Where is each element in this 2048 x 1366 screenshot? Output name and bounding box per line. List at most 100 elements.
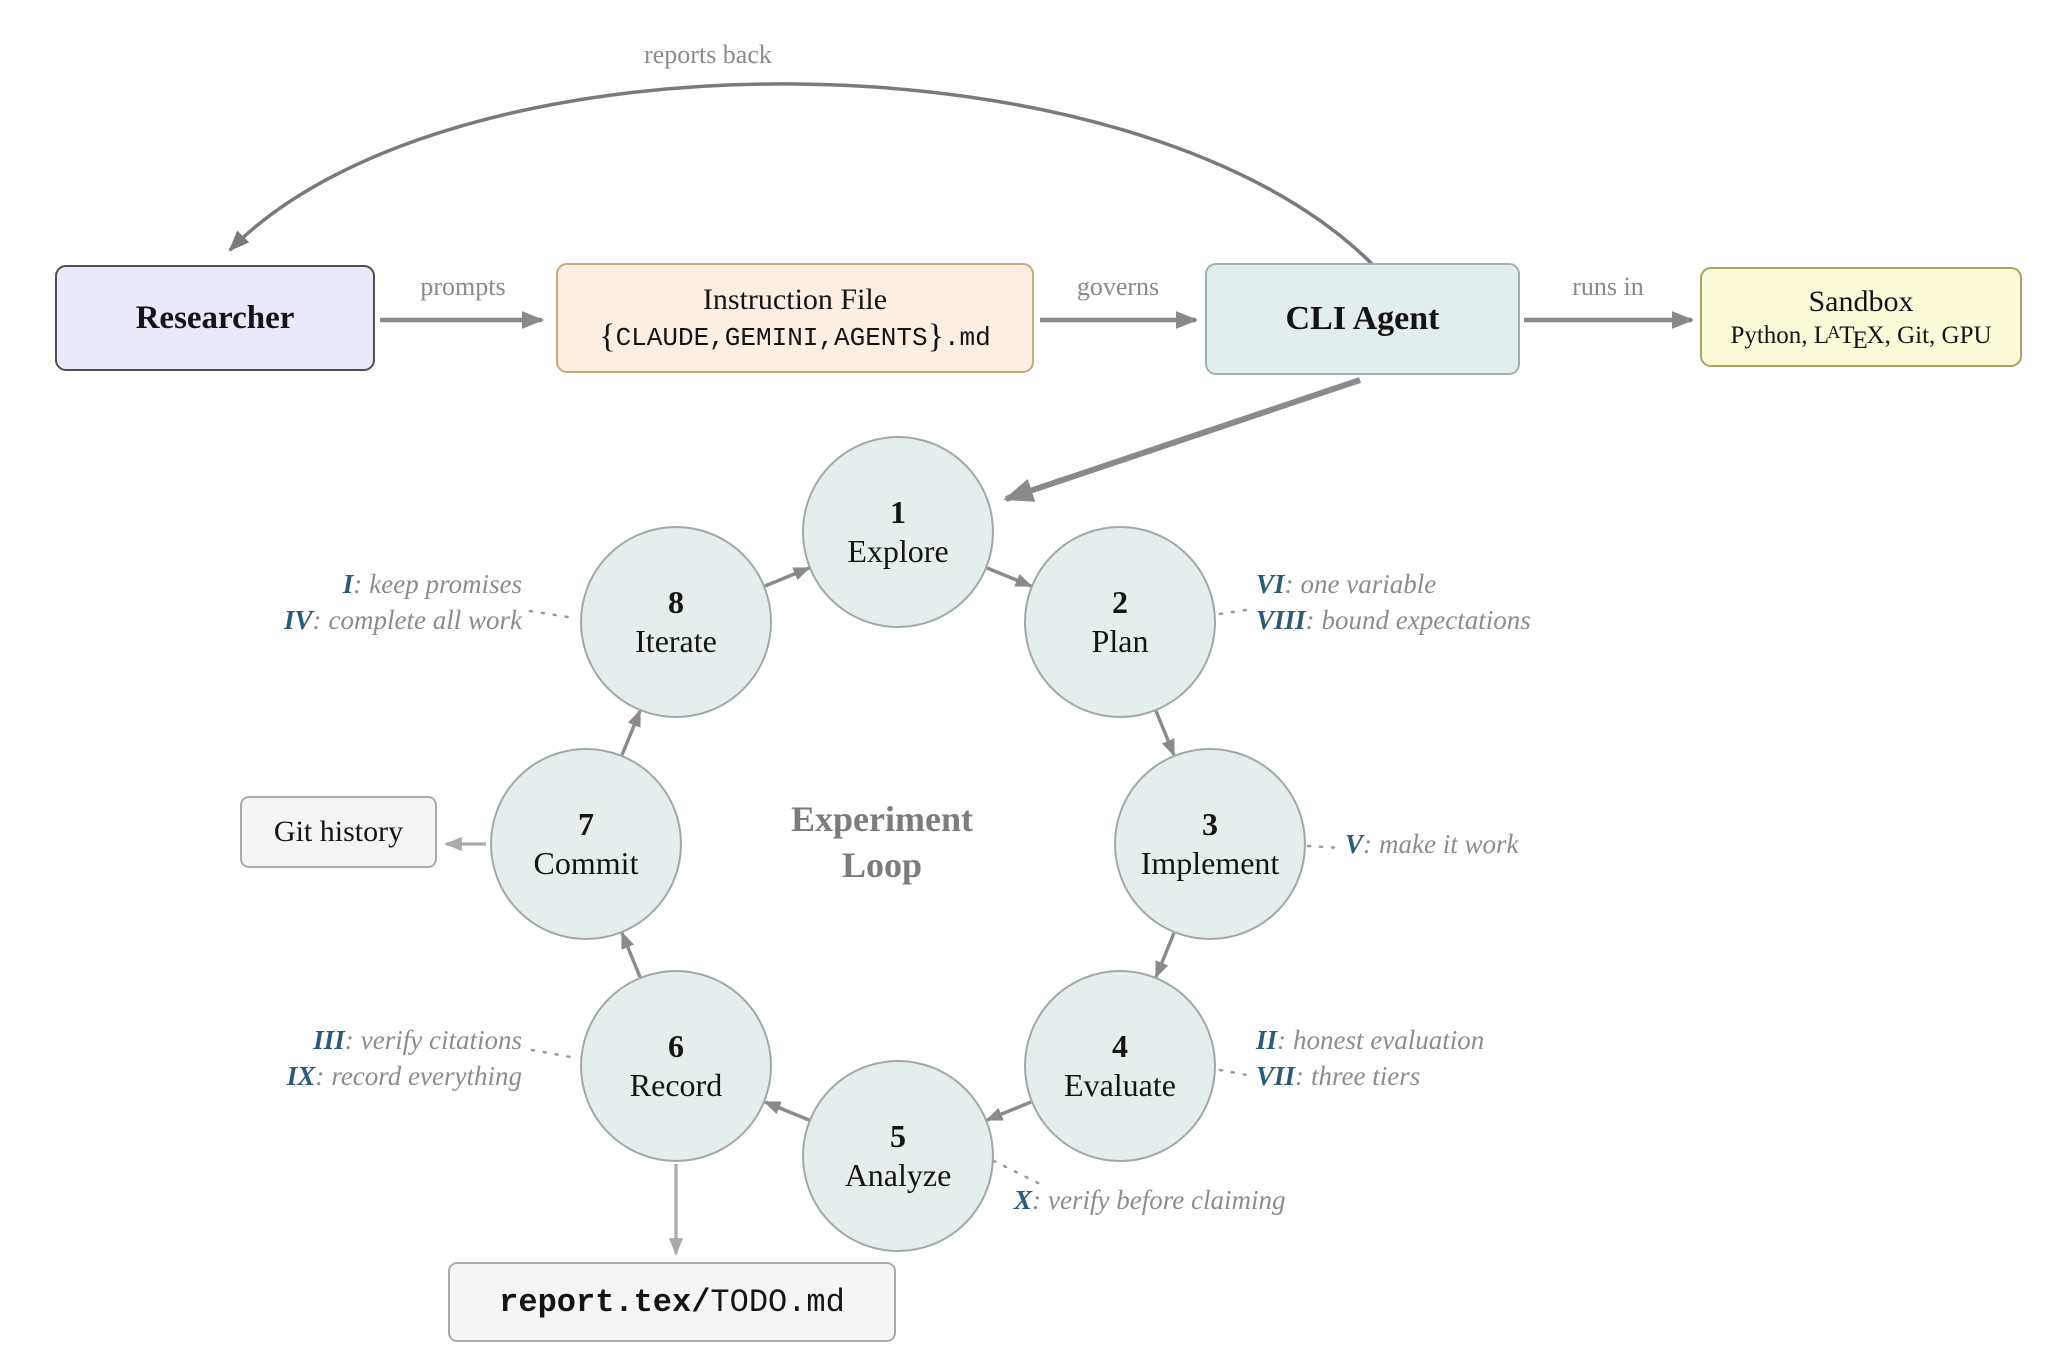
separator: :: [1305, 605, 1315, 635]
principle-text: one variable: [1300, 569, 1437, 599]
report-filename: report.tex/: [499, 1283, 711, 1321]
principle-text: record everything: [331, 1061, 522, 1091]
node-number: 4: [1112, 1028, 1128, 1064]
node-number: 3: [1202, 806, 1218, 842]
principle-numeral: X: [1014, 1185, 1033, 1215]
node-explore: 1 Explore: [802, 436, 994, 628]
leader-evaluate-annotation: [1218, 1068, 1254, 1078]
loop-arrow-commit-iterate: [620, 709, 642, 756]
brace-close: }: [927, 317, 944, 355]
loop-arrow-explore-plan: [986, 566, 1033, 588]
principle-numeral: VI: [1256, 569, 1285, 599]
annotation-line: VIII:bound expectations: [1256, 602, 1531, 638]
loop-arrow-implement-evaluate: [1154, 932, 1176, 979]
cli-agent-box: CLI Agent: [1205, 263, 1520, 375]
report-todo-box: report.tex/TODO.md: [448, 1262, 896, 1342]
annotation-line: IV:complete all work: [284, 602, 522, 638]
instruction-files: CLAUDE,GEMINI,AGENTS: [615, 322, 928, 353]
principle-text: make it work: [1379, 829, 1519, 859]
governs-label: governs: [1076, 272, 1160, 301]
annotation-line: I:keep promises: [284, 566, 522, 602]
cli-to-explore-arrow: [1003, 377, 1361, 502]
principle-text: three tiers: [1311, 1061, 1421, 1091]
node-analyze: 5 Analyze: [802, 1060, 994, 1252]
node-label: Plan: [1091, 623, 1149, 659]
principle-numeral: II: [1256, 1025, 1278, 1055]
annotation-iterate: I:keep promises IV:complete all work: [284, 566, 522, 638]
node-record: 6 Record: [580, 970, 772, 1162]
loop-title-line2: Loop: [841, 845, 923, 885]
experiment-loop-title: Experiment Loop: [742, 796, 1022, 888]
node-commit: 7 Commit: [490, 748, 682, 940]
loop-arrow-analyze-record: [763, 1100, 810, 1122]
annotation-line: II:honest evaluation: [1256, 1022, 1484, 1058]
node-number: 7: [578, 806, 594, 842]
leader-record-annotation: [530, 1048, 578, 1060]
annotation-line: IX:record everything: [287, 1058, 522, 1094]
separator: :: [353, 569, 363, 599]
annotation-implement: V:make it work: [1345, 826, 1519, 862]
sandbox-box: Sandbox Python, LATEX, Git, GPU: [1700, 267, 2022, 367]
principle-text: verify before claiming: [1048, 1185, 1286, 1215]
loop-arrow-record-commit: [620, 931, 642, 978]
prompts-label: prompts: [420, 272, 506, 301]
principle-text: keep promises: [369, 569, 522, 599]
node-number: 5: [890, 1118, 906, 1154]
node-label: Implement: [1140, 845, 1280, 881]
loop-arrow-iterate-explore: [764, 566, 811, 588]
git-history-box: Git history: [240, 796, 437, 868]
principle-text: verify citations: [360, 1025, 522, 1055]
leader-implement-annotation: [1306, 844, 1342, 850]
node-number: 6: [668, 1028, 684, 1064]
latex-x: X: [1866, 321, 1885, 349]
annotation-line: VI:one variable: [1256, 566, 1531, 602]
sandbox-title: Sandbox: [1808, 284, 1914, 318]
node-iterate: 8 Iterate: [580, 526, 772, 718]
separator: :: [312, 605, 322, 635]
separator: :: [1363, 829, 1373, 859]
latex-a: A: [1827, 321, 1841, 342]
principle-numeral: IV: [283, 605, 313, 635]
node-label: Record: [629, 1067, 723, 1103]
git-history-label: Git history: [273, 815, 404, 848]
annotation-line: VII:three tiers: [1256, 1058, 1484, 1094]
principle-text: complete all work: [328, 605, 522, 635]
annotation-record: III: verify citations IX:record everythin…: [287, 1022, 522, 1094]
sandbox-tools-pre: Python, L: [1730, 321, 1830, 349]
node-evaluate: 4 Evaluate: [1024, 970, 1216, 1162]
node-label: Analyze: [844, 1157, 952, 1193]
instruction-file-filename: {CLAUDE,GEMINI,AGENTS}.md: [599, 317, 991, 356]
annotation-line: X:verify before claiming: [1014, 1182, 1285, 1218]
leader-iterate-annotation: [528, 609, 576, 620]
latex-t: T: [1839, 321, 1855, 349]
annotation-evaluate: II:honest evaluation VII:three tiers: [1256, 1022, 1484, 1094]
loop-arrow-plan-implement: [1154, 710, 1176, 757]
sandbox-tools: Python, LATEX, Git, GPU: [1730, 321, 1992, 353]
reports-back-label: reports back: [644, 40, 772, 69]
loop-arrow-evaluate-analyze: [985, 1100, 1032, 1122]
separator: :: [315, 1061, 325, 1091]
node-label: Commit: [533, 845, 639, 881]
node-number: 2: [1112, 584, 1128, 620]
annotation-line: V:make it work: [1345, 826, 1519, 862]
node-label: Evaluate: [1064, 1067, 1176, 1103]
researcher-box: Researcher: [55, 265, 375, 371]
node-label: Iterate: [635, 623, 717, 659]
principle-numeral: IX: [286, 1061, 316, 1091]
separator: :: [1284, 569, 1294, 599]
leader-plan-annotation: [1218, 607, 1254, 616]
principle-numeral: III: [313, 1025, 345, 1055]
annotation-analyze: X:verify before claiming: [1014, 1182, 1285, 1218]
sandbox-tools-post: , Git, GPU: [1884, 321, 1992, 349]
principle-text: bound expectations: [1321, 605, 1531, 635]
instruction-ext: .md: [943, 322, 991, 353]
separator: :: [1277, 1025, 1287, 1055]
brace-open: {: [599, 317, 616, 355]
principle-numeral: VII: [1256, 1061, 1296, 1091]
principle-numeral: I: [342, 569, 354, 599]
todo-filename: TODO.md: [710, 1283, 845, 1321]
separator: :: [1295, 1061, 1305, 1091]
annotation-plan: VI:one variable VIII:bound expectations: [1256, 566, 1531, 638]
